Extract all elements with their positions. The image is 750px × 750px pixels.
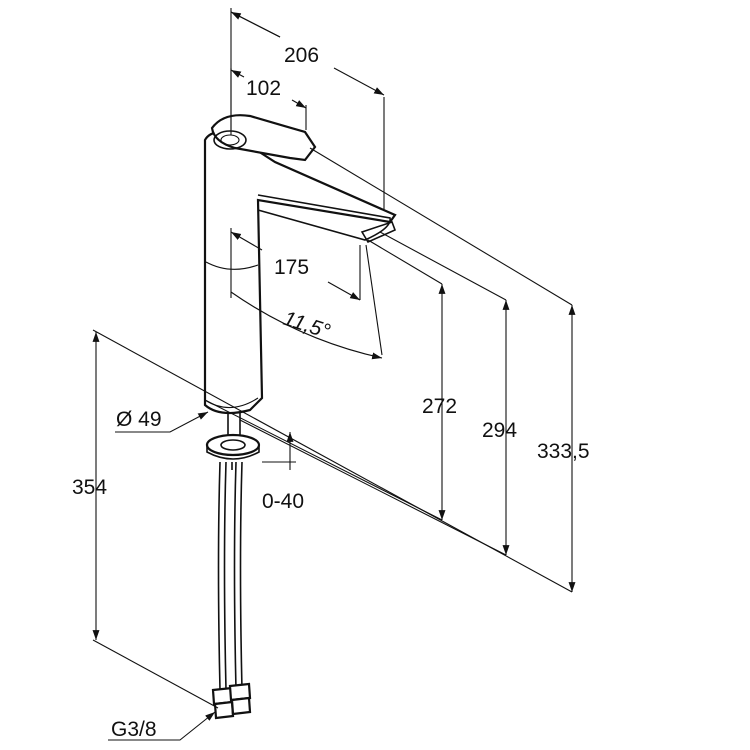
dim-connection-thread: G3/8 — [111, 718, 157, 741]
dim-counter-thickness: 0-40 — [262, 490, 304, 513]
supply-hose-left — [217, 461, 221, 691]
dim-below-counter: 354 — [72, 476, 107, 499]
dim-spout-reach: 206 — [284, 44, 319, 67]
spout-underside — [257, 194, 391, 241]
spout-tip — [360, 220, 397, 244]
dim-lever-height: 294 — [482, 419, 517, 442]
mounting-assembly — [205, 412, 261, 720]
dim-total-height: 333,5 — [537, 440, 590, 463]
supply-hose-right — [233, 461, 237, 691]
dim-spout-height: 272 — [422, 395, 457, 418]
dim-lever-reach: 102 — [246, 77, 281, 100]
dim-spout-length: 175 — [274, 256, 309, 279]
dim-spout-angle: 11,5° — [280, 307, 332, 344]
lever-handle — [210, 114, 317, 162]
mounting-nut — [205, 433, 261, 457]
dim-body-diameter: Ø 49 — [116, 408, 162, 431]
dimension-lines — [92, 8, 576, 741]
